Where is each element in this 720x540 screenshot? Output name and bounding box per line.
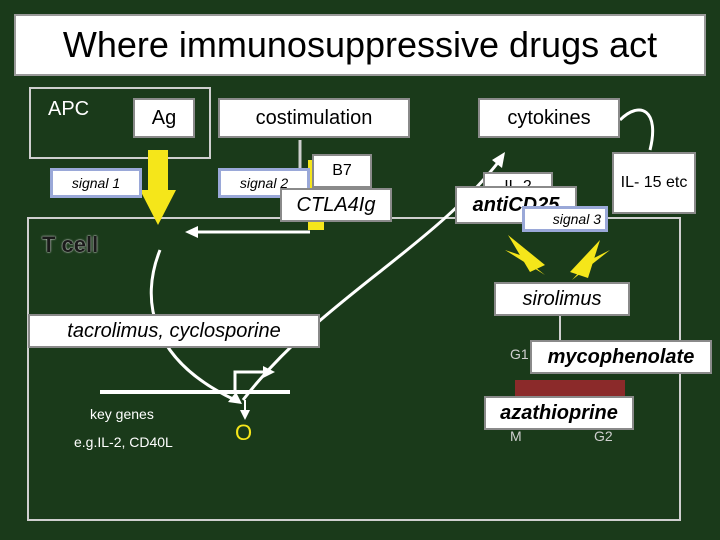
costimulation-box: costimulation xyxy=(218,98,410,138)
key-genes-label: key genes xyxy=(90,406,154,422)
mycophenolate-box: mycophenolate xyxy=(530,340,712,374)
ctla4ig-box: CTLA4Ig xyxy=(280,188,392,222)
signal-1-box: signal 1 xyxy=(50,168,142,198)
tcell-text: T cell xyxy=(42,232,99,257)
g2-label: G2 xyxy=(594,428,613,444)
tcell-label: T cell xyxy=(42,232,99,258)
apc-label: APC xyxy=(48,98,90,120)
example-genes-label: e.g.IL-2, CD40L xyxy=(74,434,173,450)
b7-box: B7 xyxy=(312,154,372,188)
il15-box: IL- 15 etc xyxy=(612,152,696,214)
cytokines-box: cytokines xyxy=(478,98,620,138)
signal-3-box: signal 3 xyxy=(522,206,608,232)
protein-icon: O xyxy=(235,420,253,445)
azathioprine-box: azathioprine xyxy=(484,396,634,430)
sirolimus-box: sirolimus xyxy=(494,282,630,316)
m-label: M xyxy=(510,428,522,444)
tacrolimus-box: tacrolimus, cyclosporine xyxy=(28,314,320,348)
g1-label: G1 xyxy=(510,346,529,362)
page-title: Where immunosuppressive drugs act xyxy=(14,14,706,76)
ag-box: Ag xyxy=(133,98,195,138)
